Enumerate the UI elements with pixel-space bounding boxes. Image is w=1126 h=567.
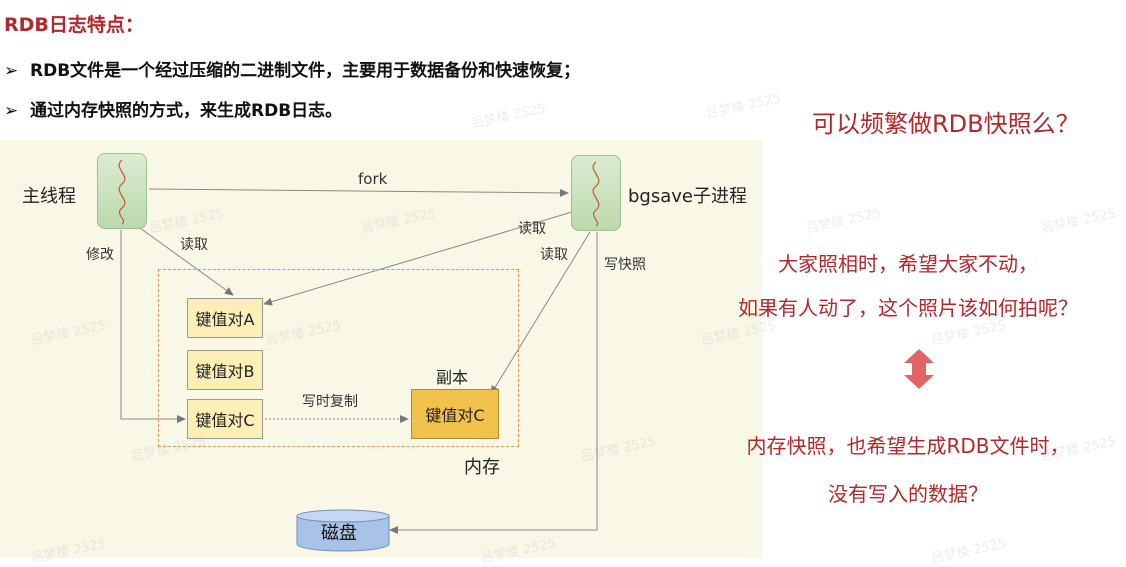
double-arrow-icon: [904, 349, 934, 389]
copy-label: 副本: [436, 368, 469, 387]
bullet-2: ➢ 通过内存快照的方式，来生成RDB日志。: [4, 96, 342, 121]
modify-label: 修改: [86, 247, 114, 263]
disk-icon: [296, 509, 390, 552]
explain-line-3: 内存快照，也希望生成RDB文件时，: [746, 434, 1070, 458]
kv-pair-c-copy: 键值对C: [411, 389, 499, 439]
bullet-1-text: RDB文件是一个经过压缩的二进制文件，主要用于数据备份和快速恢复；: [30, 61, 581, 81]
explain-line-4: 没有写入的数据？: [828, 482, 988, 506]
child-read-label-2: 读取: [540, 247, 568, 263]
cow-label: 写时复制: [302, 394, 358, 410]
thread-squiggle-icon: [118, 159, 126, 225]
write-snapshot-label: 写快照: [604, 257, 646, 273]
child-process-label: bgsave子进程: [628, 186, 747, 207]
explain-line-1: 大家照相时，希望大家不动，: [778, 252, 1038, 276]
main-thread-label: 主线程: [22, 186, 76, 207]
explain-line-2: 如果有人动了，这个照片该如何拍呢？: [738, 296, 1078, 320]
kv-pair-c: 键值对C: [187, 399, 263, 439]
child-read-label-1: 读取: [518, 221, 546, 237]
bullet-arrow-icon: ➢: [4, 101, 19, 121]
fork-label: fork: [358, 170, 388, 188]
main-thread-box: [97, 153, 147, 229]
main-read-arrow: [139, 227, 234, 296]
bullet-1: ➢ RDB文件是一个经过压缩的二进制文件，主要用于数据备份和快速恢复；: [4, 56, 580, 81]
memory-label: 内存: [464, 457, 500, 478]
bullet-arrow-icon: ➢: [4, 61, 19, 81]
bullet-2-text: 通过内存快照的方式，来生成RDB日志。: [30, 101, 343, 121]
child-read-copy-arrow: [490, 231, 591, 395]
kv-pair-b: 键值对B: [187, 350, 263, 390]
question-title: 可以频繁做RDB快照么？: [812, 110, 1080, 138]
fork-arrow: [148, 188, 569, 197]
thread-squiggle-icon: [592, 161, 600, 227]
child-read-a-arrow: [263, 211, 573, 306]
main-read-label: 读取: [180, 237, 208, 253]
modify-arrow: [120, 230, 186, 423]
write-snapshot-arrow: [389, 232, 598, 534]
child-process-box: [571, 155, 621, 231]
kv-pair-a: 键值对A: [187, 298, 263, 338]
slide-heading: RDB日志特点：: [4, 14, 144, 36]
disk-label: 磁盘: [321, 523, 357, 544]
memory-region: [158, 269, 519, 447]
